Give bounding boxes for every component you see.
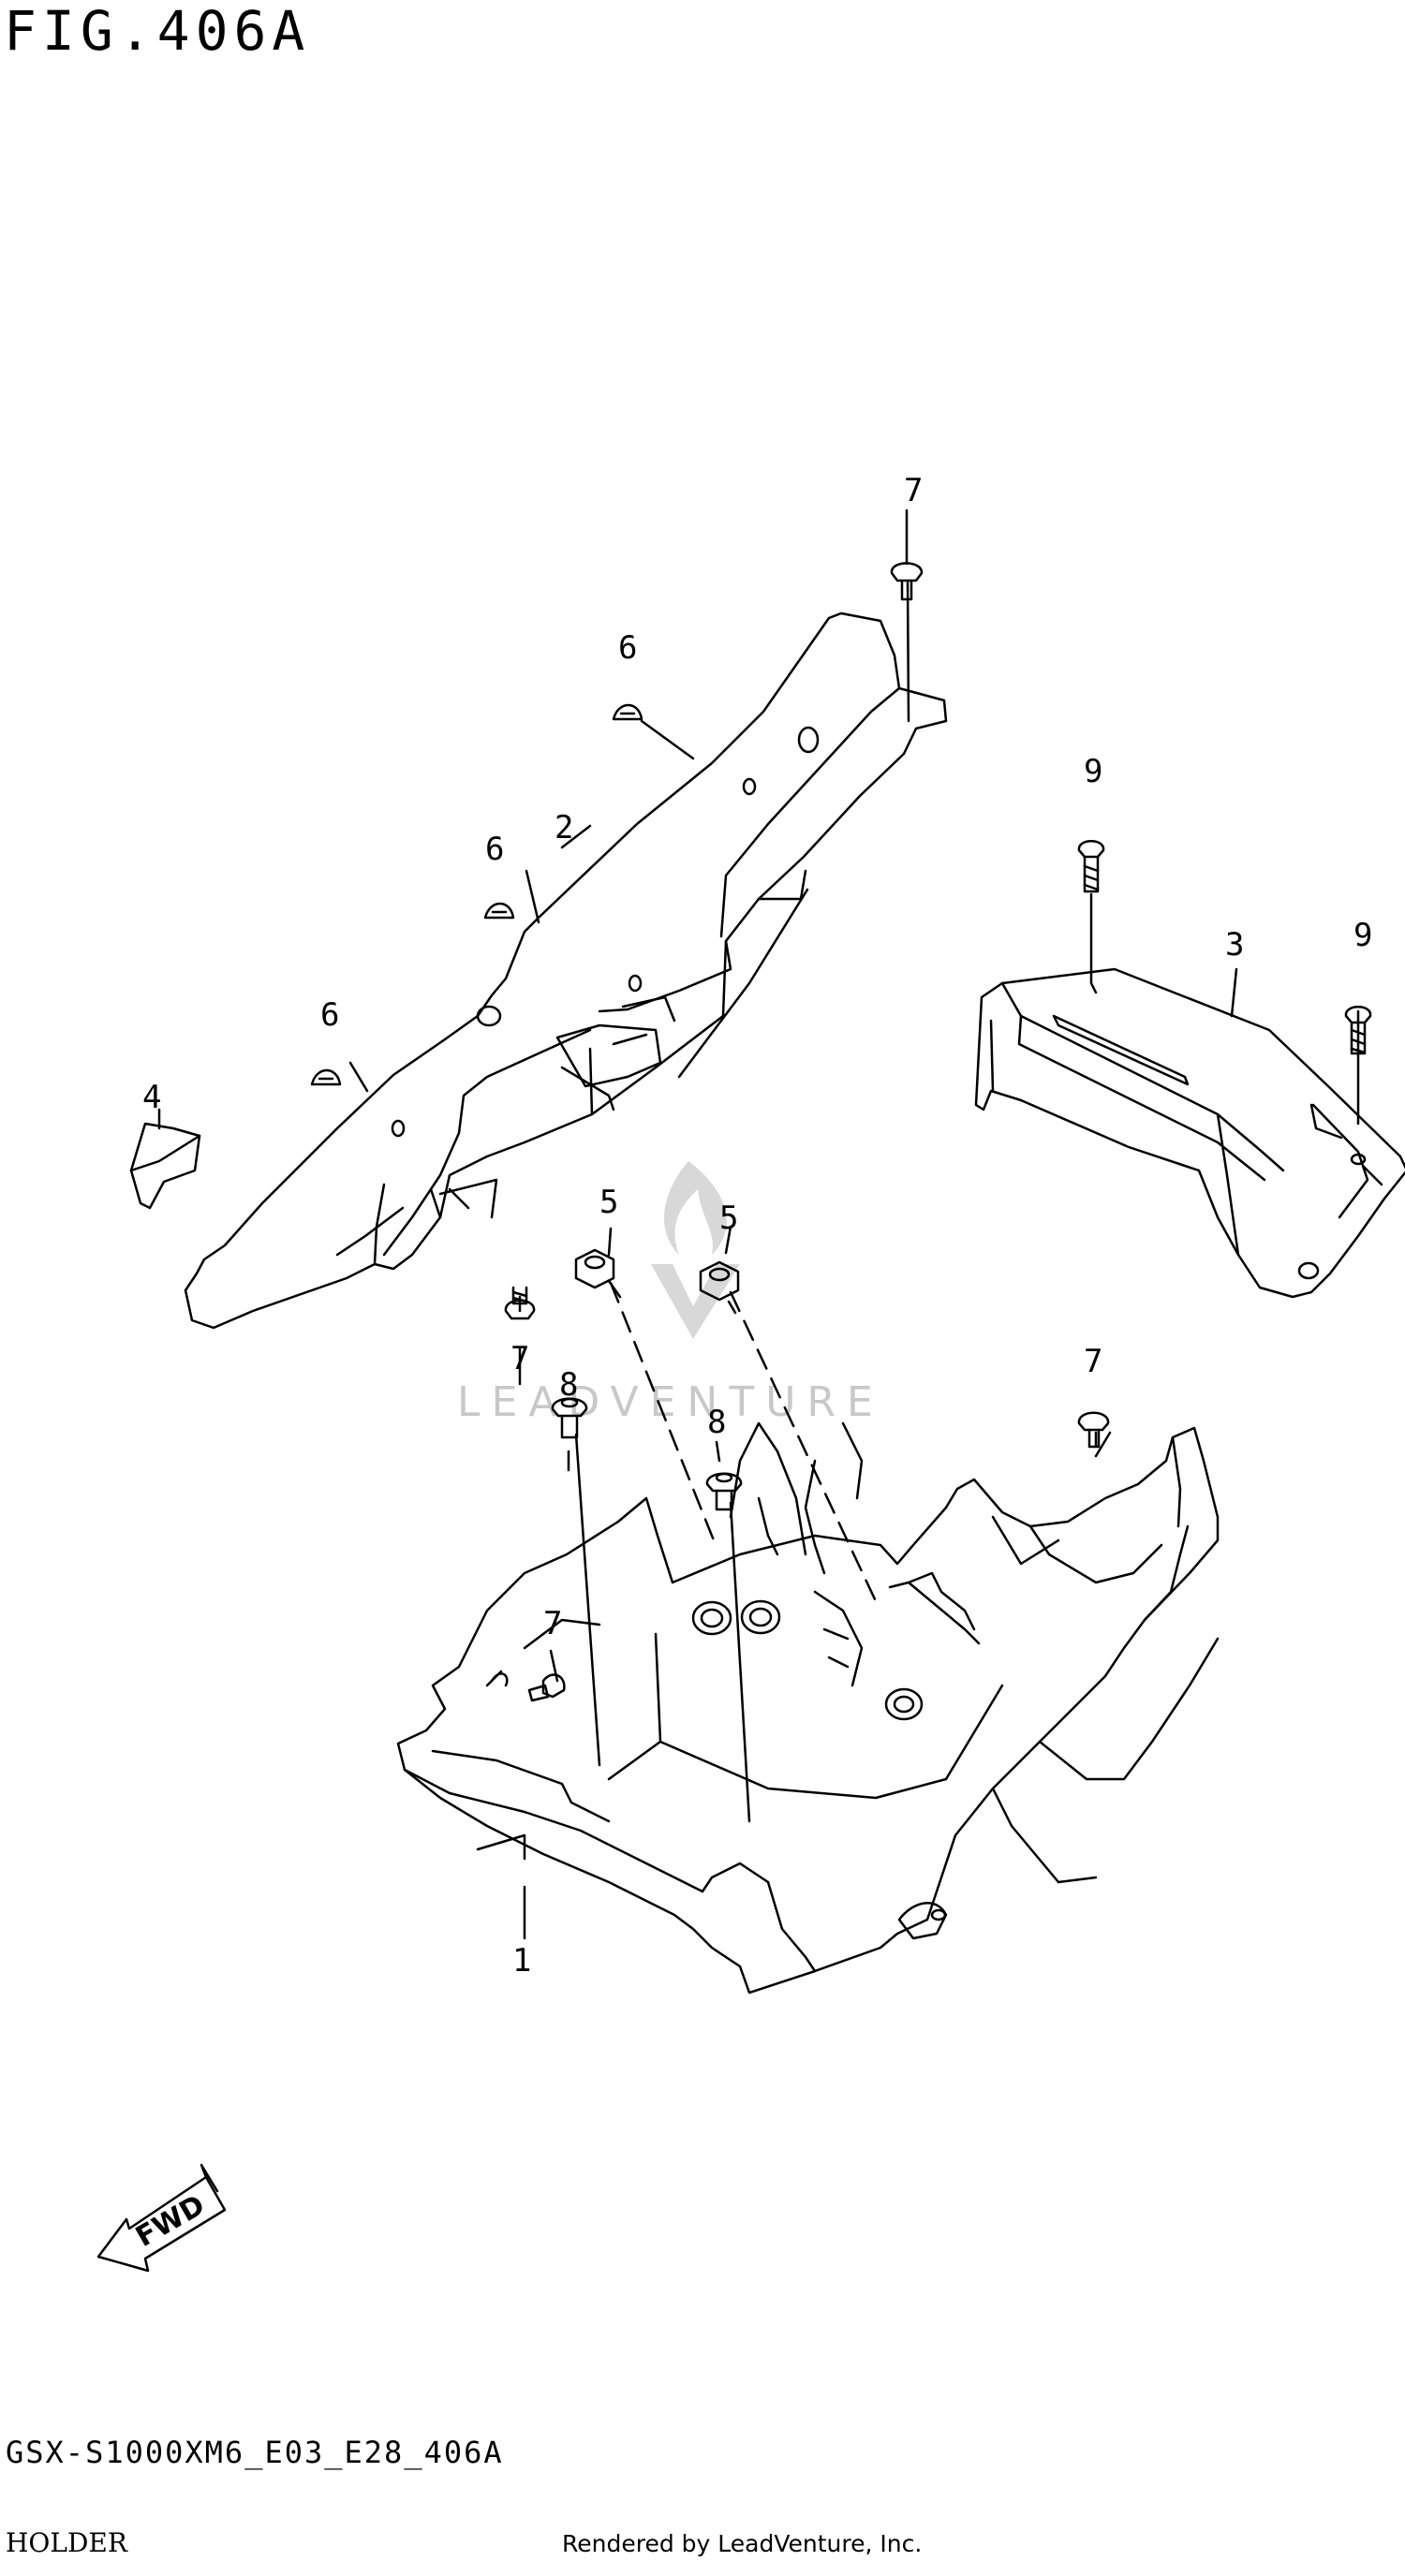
screw-8-a <box>551 1397 588 1439</box>
callout-9-a: 9 <box>1084 753 1102 790</box>
part-4-clip <box>129 1122 201 1210</box>
clip-7-top <box>890 562 924 601</box>
callout-3: 3 <box>1225 926 1244 964</box>
bolt-5-b <box>699 1260 740 1315</box>
fasteners <box>310 562 1372 1702</box>
screw-9-b <box>1344 1006 1372 1055</box>
clip-7-lower <box>527 1673 566 1702</box>
callout-6-b: 6 <box>485 831 504 868</box>
figure-title: FIG.406A <box>4 0 311 63</box>
fastener-grommets <box>691 1599 924 1721</box>
callout-7-b: 7 <box>510 1340 529 1377</box>
callout-7-d: 7 <box>543 1605 562 1642</box>
rendered-by-credit: Rendered by LeadVenture, Inc. <box>562 2530 923 2557</box>
callout-6-c: 6 <box>320 996 339 1034</box>
pin-6-b <box>483 902 515 920</box>
fwd-arrow <box>96 2163 227 2273</box>
leader-lines <box>157 508 1360 1940</box>
callout-5-a: 5 <box>599 1184 618 1221</box>
callout-8-a: 8 <box>559 1366 578 1404</box>
callout-6-a: 6 <box>618 629 637 667</box>
clip-7-left <box>504 1286 536 1320</box>
part-3-cover <box>974 967 1405 1299</box>
screw-9-a <box>1077 840 1105 893</box>
callout-7-c: 7 <box>1084 1343 1102 1380</box>
pin-6-a <box>612 703 643 721</box>
callout-labels: 1 2 3 4 5 5 6 6 6 7 7 7 7 8 8 9 9 <box>142 472 1372 1980</box>
bolt-5-a <box>574 1248 622 1299</box>
callout-1: 1 <box>512 1942 531 1980</box>
watermark-text: LEADVENTURE <box>457 1378 884 1426</box>
pin-6-c <box>310 1068 342 1086</box>
callout-4: 4 <box>142 1079 161 1116</box>
screw-8-b <box>705 1472 743 1511</box>
callout-5-b: 5 <box>719 1200 738 1237</box>
callout-9-b: 9 <box>1353 917 1372 954</box>
callout-7-a: 7 <box>904 472 923 509</box>
model-code: GSX-S1000XM6_E03_E28_406A <box>6 2435 504 2470</box>
clip-7-right <box>1077 1411 1110 1449</box>
section-name: HOLDER <box>6 2527 127 2558</box>
callout-2: 2 <box>555 809 573 846</box>
dashed-guides <box>609 1281 878 1603</box>
part-1-holder-main <box>396 1421 1220 1995</box>
part-2-holder-upper <box>184 611 948 1330</box>
callout-8-b: 8 <box>707 1404 726 1441</box>
